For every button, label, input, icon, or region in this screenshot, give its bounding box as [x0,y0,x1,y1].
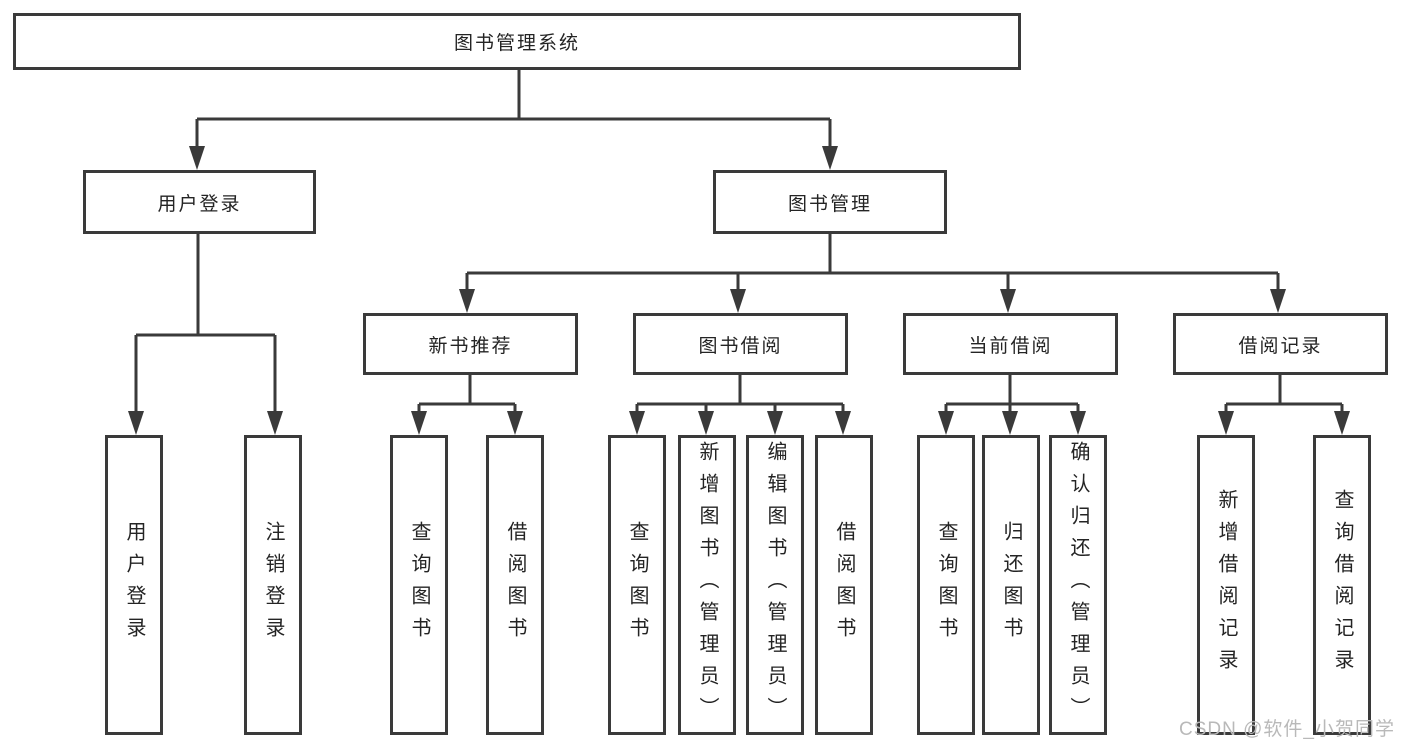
watermark: CSDN @软件_小贺同学 [1179,719,1395,740]
node-book-borrowing-label: 图书借阅 [698,335,783,357]
leaf-query-books-borrowing: 查询图书 [608,435,666,735]
node-user-login: 用户登录 [83,170,316,234]
node-new-book-recommend: 新书推荐 [363,313,578,375]
node-book-borrowing: 图书借阅 [633,313,848,375]
leaf-add-borrow-record: 新增借阅记录 [1197,435,1255,735]
leaf-borrow-books-borrowing-label: 借阅图书 [833,521,855,649]
node-user-login-label: 用户登录 [157,193,242,215]
leaf-borrow-books-recommend: 借阅图书 [486,435,544,735]
leaf-query-books-recommend: 查询图书 [390,435,448,735]
node-library-system: 图书管理系统 [13,13,1021,70]
leaf-borrow-books-borrowing: 借阅图书 [815,435,873,735]
leaf-logout-label: 注销登录 [262,521,284,649]
leaf-confirm-return-admin: 确认归还（管理员） [1049,435,1107,735]
leaf-return-book-label: 归还图书 [1000,521,1022,649]
node-borrowing-records-label: 借阅记录 [1238,335,1323,357]
leaf-logout: 注销登录 [244,435,302,735]
node-book-management: 图书管理 [713,170,947,234]
node-current-borrowing-label: 当前借阅 [968,335,1053,357]
node-current-borrowing: 当前借阅 [903,313,1118,375]
leaf-borrow-books-recommend-label: 借阅图书 [504,521,526,649]
leaf-query-borrow-record-label: 查询借阅记录 [1331,489,1353,681]
leaf-query-books-current-label: 查询图书 [935,521,957,649]
leaf-add-borrow-record-label: 新增借阅记录 [1215,489,1237,681]
leaf-user-login: 用户登录 [105,435,163,735]
node-new-book-recommend-label: 新书推荐 [428,335,513,357]
leaf-add-book-admin-label: 新增图书（管理员） [696,441,718,729]
leaf-edit-book-admin: 编辑图书（管理员） [746,435,804,735]
leaf-return-book: 归还图书 [982,435,1040,735]
leaf-add-book-admin: 新增图书（管理员） [678,435,736,735]
leaf-user-login-label: 用户登录 [123,521,145,649]
leaf-query-books-recommend-label: 查询图书 [408,521,430,649]
node-borrowing-records: 借阅记录 [1173,313,1388,375]
leaf-confirm-return-admin-label: 确认归还（管理员） [1067,441,1089,729]
leaf-query-borrow-record: 查询借阅记录 [1313,435,1371,735]
leaf-query-books-current: 查询图书 [917,435,975,735]
node-library-system-label: 图书管理系统 [453,33,580,54]
node-book-management-label: 图书管理 [787,193,872,215]
leaf-query-books-borrowing-label: 查询图书 [626,521,648,649]
leaf-edit-book-admin-label: 编辑图书（管理员） [764,441,786,729]
